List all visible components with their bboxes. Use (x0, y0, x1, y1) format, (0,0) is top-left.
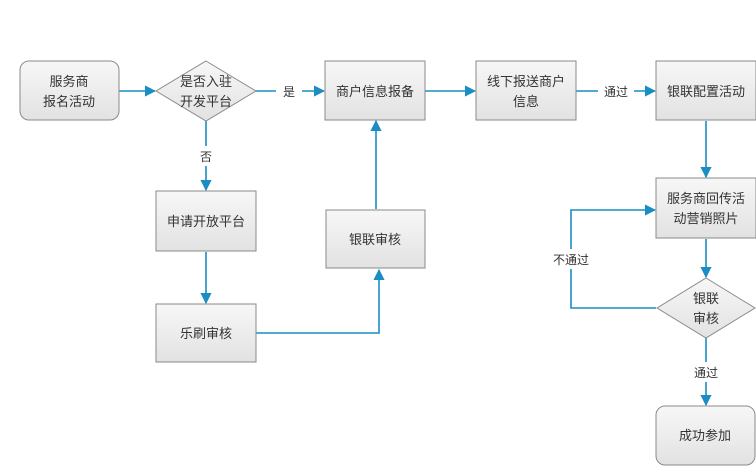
node-offline-report-line2: 信息 (513, 94, 539, 110)
edge-label-not-pass: 不通过 (553, 253, 589, 267)
edge-label-pass-1: 通过 (604, 85, 628, 99)
node-unionpay-config: 银联配置活动 (655, 60, 756, 121)
node-provider-signup: 服务商 报名活动 (19, 60, 120, 121)
edge-label-no: 否 (200, 150, 212, 164)
node-offline-report-line1: 线下报送商户 (487, 74, 565, 90)
node-provider-signup-line2: 报名活动 (43, 94, 95, 110)
node-is-platform-line2: 开发平台 (180, 94, 232, 110)
node-provider-signup-line1: 服务商 (49, 74, 88, 90)
node-merchant-report-label: 商户信息报备 (336, 84, 414, 100)
edge-leshua-to-unionpay-review (256, 268, 385, 334)
node-unionpay-config-label: 银联配置活动 (667, 85, 745, 100)
node-join-success-label: 成功参加 (679, 428, 731, 444)
node-provider-upload-line2: 动营销照片 (673, 212, 738, 227)
node-apply-platform-label: 申请开放平台 (167, 215, 245, 230)
edge-label-pass-2: 通过 (694, 366, 718, 380)
connectors (119, 85, 712, 407)
node-leshua-review: 乐刷审核 (155, 303, 257, 363)
node-merchant-report: 商户信息报备 (324, 60, 426, 121)
node-offline-report: 线下报送商户 信息 (475, 60, 577, 121)
node-provider-upload: 服务商回传活 动营销照片 (655, 177, 756, 239)
node-unionpay-review-2-line1: 银联 (693, 292, 719, 307)
node-unionpay-review-1: 银联审核 (325, 209, 426, 269)
node-unionpay-review-2-decision: 银联 审核 (656, 277, 756, 339)
edge-label-yes: 是 (283, 85, 295, 99)
node-unionpay-review-2-line2: 审核 (693, 312, 719, 327)
node-leshua-review-label: 乐刷审核 (180, 327, 232, 342)
node-apply-platform: 申请开放平台 (155, 190, 257, 252)
node-join-success: 成功参加 (655, 405, 756, 466)
node-unionpay-review-1-label: 银联审核 (349, 233, 401, 248)
node-is-platform-decision: 是否入驻 开发平台 (155, 60, 257, 122)
edge-labels: 是 否 通过 不通过 通过 (194, 81, 724, 382)
node-provider-upload-line1: 服务商回传活 (667, 191, 745, 207)
node-is-platform-line1: 是否入驻 (180, 75, 232, 90)
